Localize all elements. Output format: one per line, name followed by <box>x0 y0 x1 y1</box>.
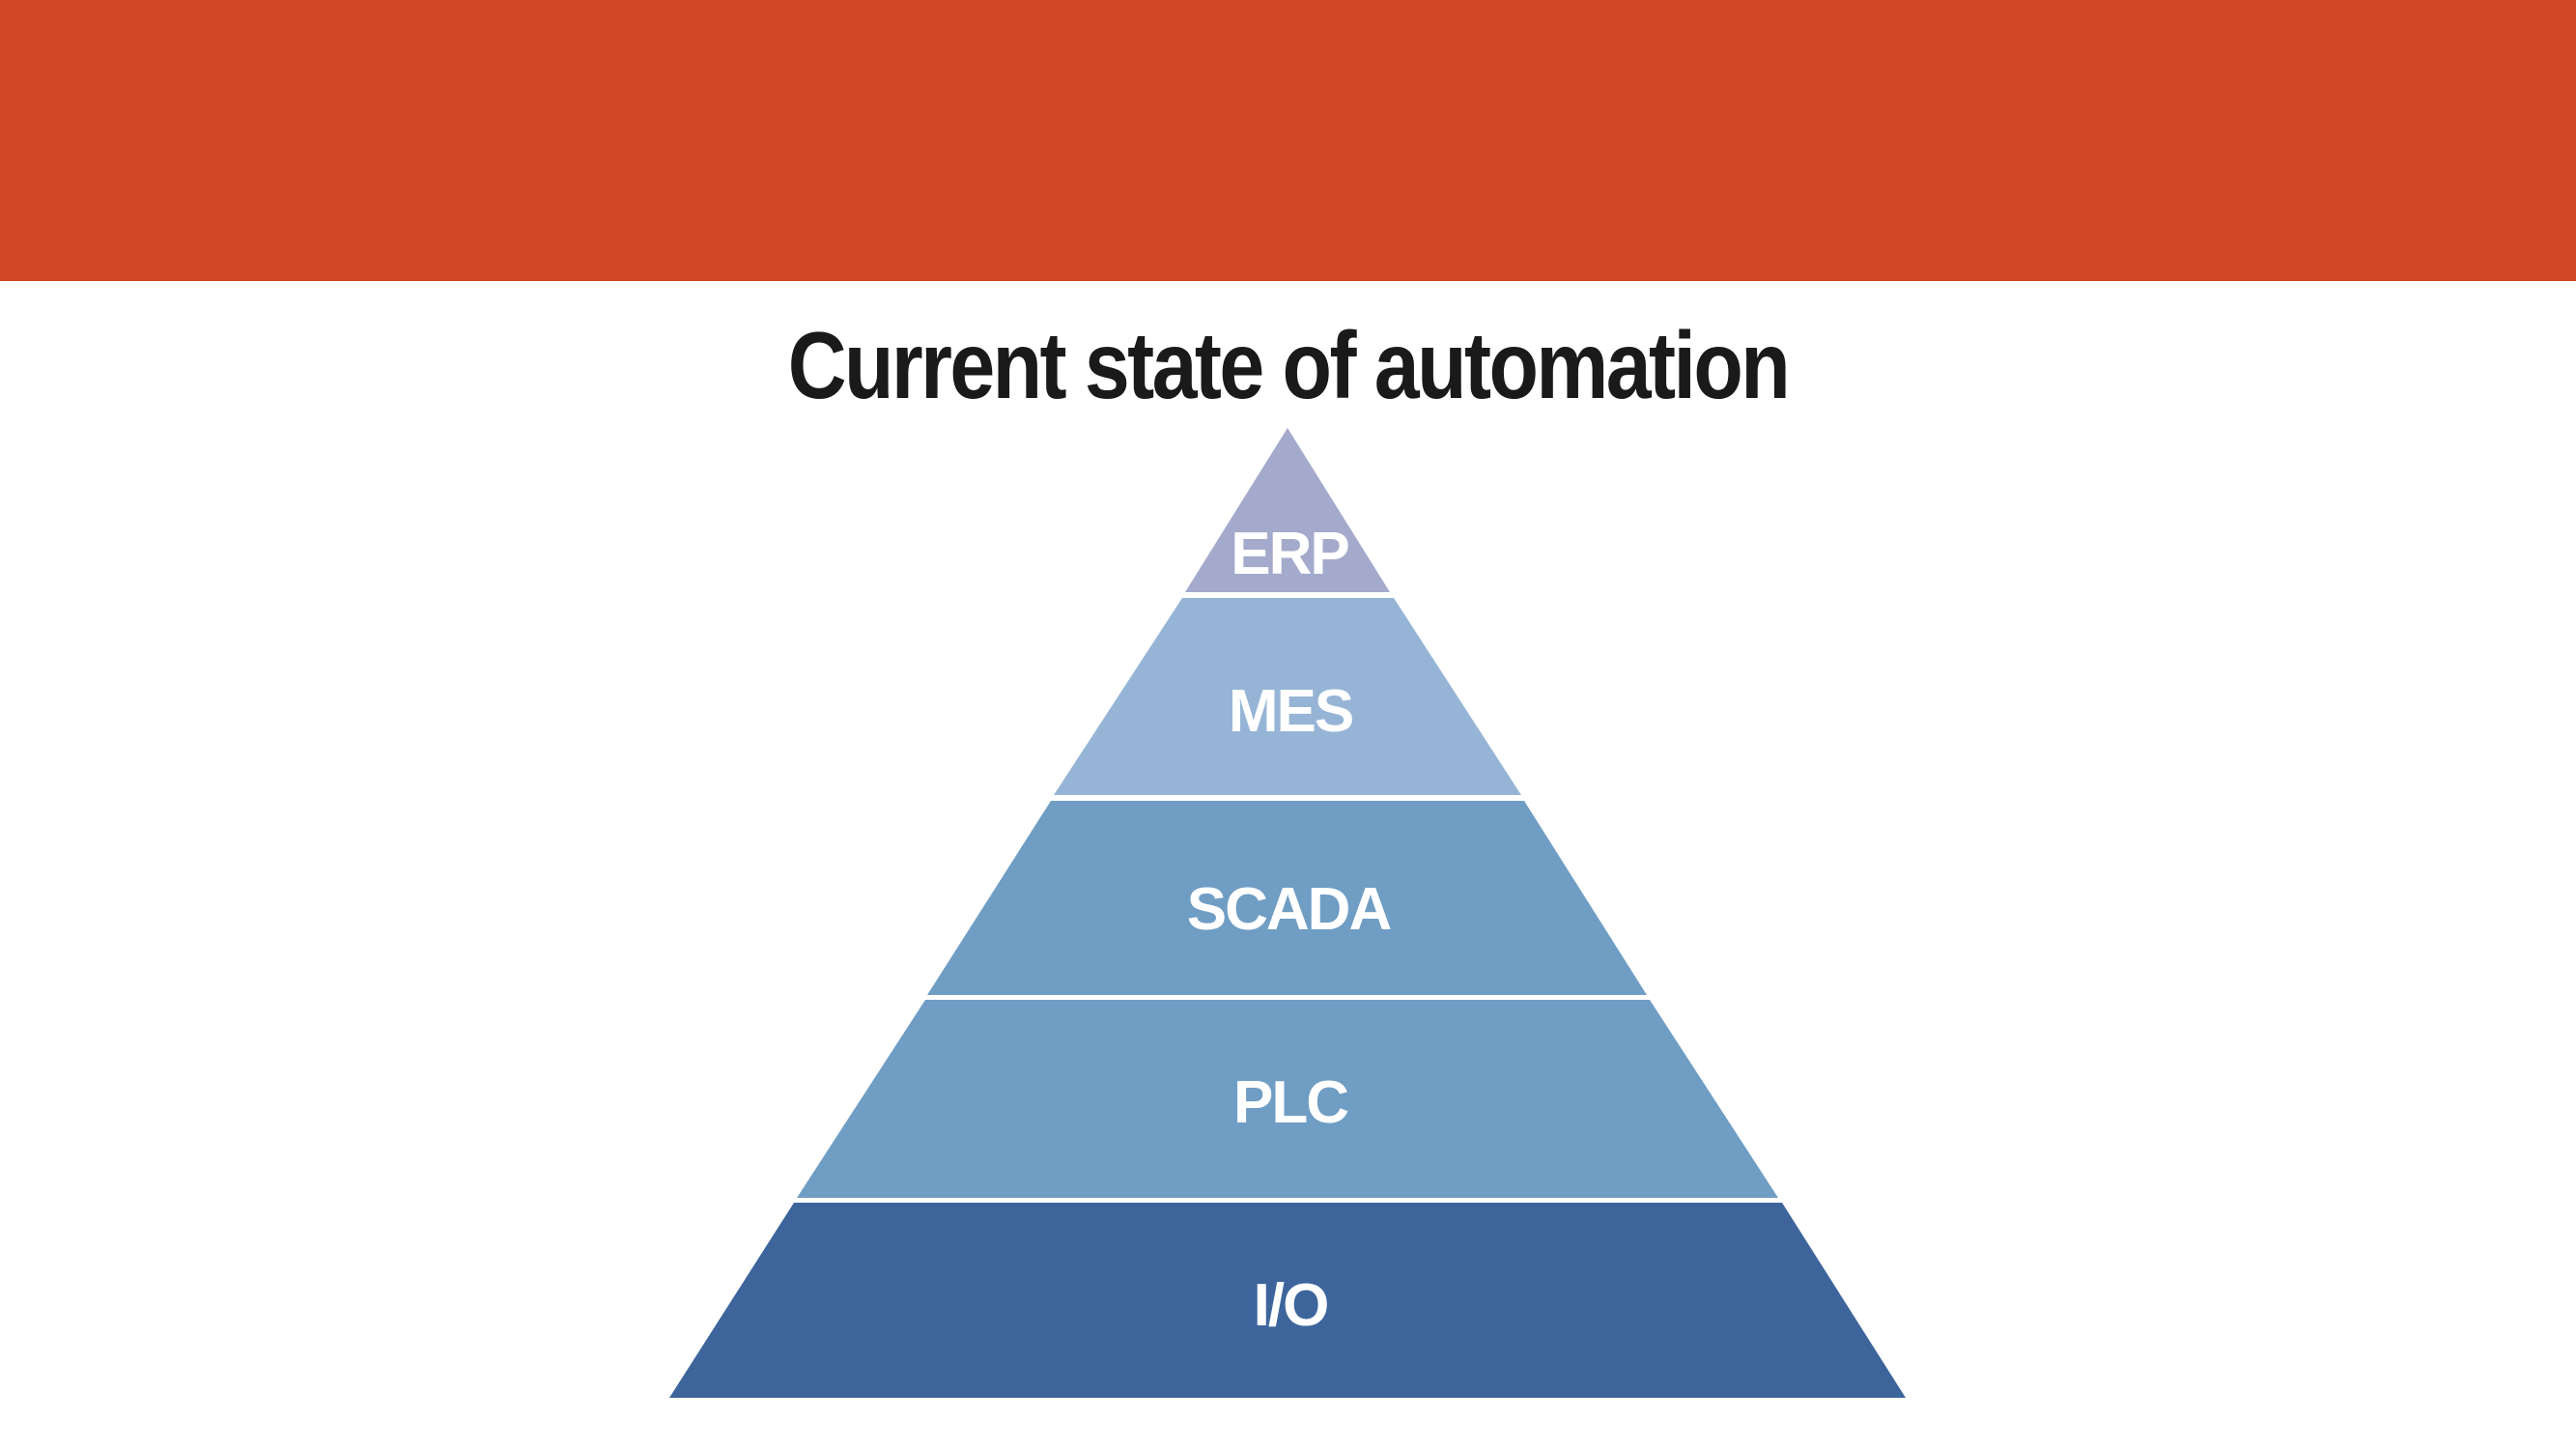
tier-plc-label: PLC <box>1233 1069 1348 1136</box>
header-band <box>0 0 2576 281</box>
tier-erp-shape <box>1185 428 1390 592</box>
tier-mes-shape <box>1054 598 1521 795</box>
tier-plc-shape <box>797 1000 1778 1198</box>
tier-scada-shape <box>927 801 1647 995</box>
tier-io-label: I/O <box>1254 1272 1328 1339</box>
tier-mes-label: MES <box>1229 678 1352 745</box>
tier-io-shape <box>669 1203 1906 1398</box>
slide-title: Current state of automation <box>787 312 1791 418</box>
tier-erp-label: ERP <box>1231 521 1348 587</box>
tier-scada-label: SCADA <box>1187 876 1392 943</box>
